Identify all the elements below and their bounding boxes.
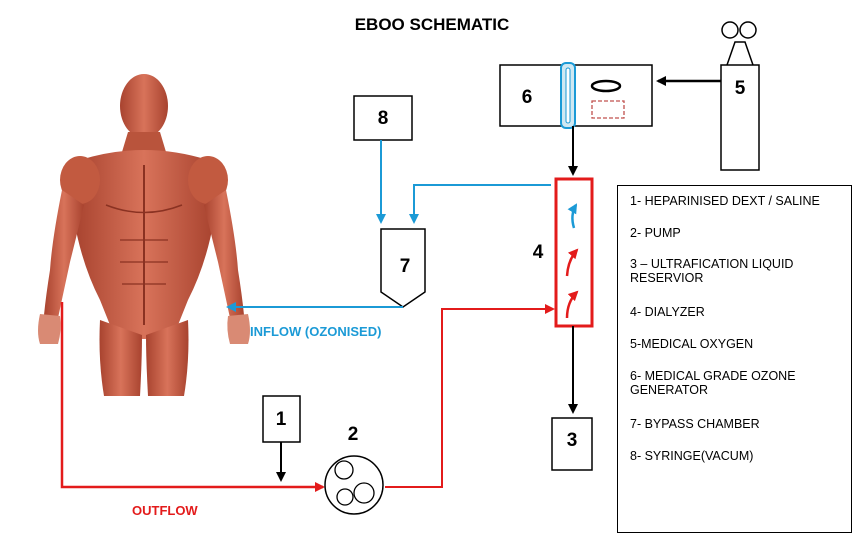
dialyzer-to-bypass-line: [409, 184, 551, 224]
human-body-figure: [38, 74, 250, 396]
component-6-label: 6: [522, 87, 533, 108]
legend-item-4: 4- DIALYZER: [630, 305, 705, 319]
pump-component-2: [324, 455, 384, 515]
legend-item-2: 2- PUMP: [630, 226, 681, 240]
component-7-label: 7: [400, 256, 411, 277]
legend-item-5: 5-MEDICAL OXYGEN: [630, 337, 754, 351]
reservoir-component-3: [551, 417, 593, 471]
component-2-label: 2: [348, 424, 359, 445]
legend-item-3: 3 – ULTRAFICATION LIQUID RESERVIOR: [630, 257, 794, 285]
legend-item-6: 6- MEDICAL GRADE OZONE GENERATOR: [630, 369, 796, 397]
legend-item-7: 7- BYPASS CHAMBER: [630, 417, 760, 431]
legend-box: 1- HEPARINISED DEXT / SALINE 2- PUMP 3 –…: [617, 185, 852, 533]
component-1-label: 1: [276, 409, 287, 430]
oxygen-cylinder-component-5: [720, 21, 760, 171]
bypass-chamber-component-7: [380, 228, 426, 308]
pump-to-dialyzer-line: [385, 304, 555, 488]
inflow-label: INFLOW (OZONISED): [250, 324, 381, 339]
component-8-label: 8: [378, 108, 389, 129]
component-3-label: 3: [567, 430, 578, 451]
syringe-component-8: [353, 95, 413, 141]
legend-item-8: 8- SYRINGE(VACUM): [630, 449, 754, 463]
component-1-box: [262, 395, 301, 443]
outflow-line: [60, 302, 325, 492]
diagram-title: EBOO SCHEMATIC: [355, 15, 510, 34]
legend-item-1: 1- HEPARINISED DEXT / SALINE: [630, 194, 820, 208]
component-5-label: 5: [735, 78, 746, 99]
ozone-ring-icon: [590, 79, 622, 93]
ozone-panel-icon: [591, 100, 625, 119]
dialyzer-internal-arrows: [565, 203, 579, 319]
component-4-label: 4: [533, 242, 544, 263]
outflow-label: OUTFLOW: [132, 503, 198, 518]
